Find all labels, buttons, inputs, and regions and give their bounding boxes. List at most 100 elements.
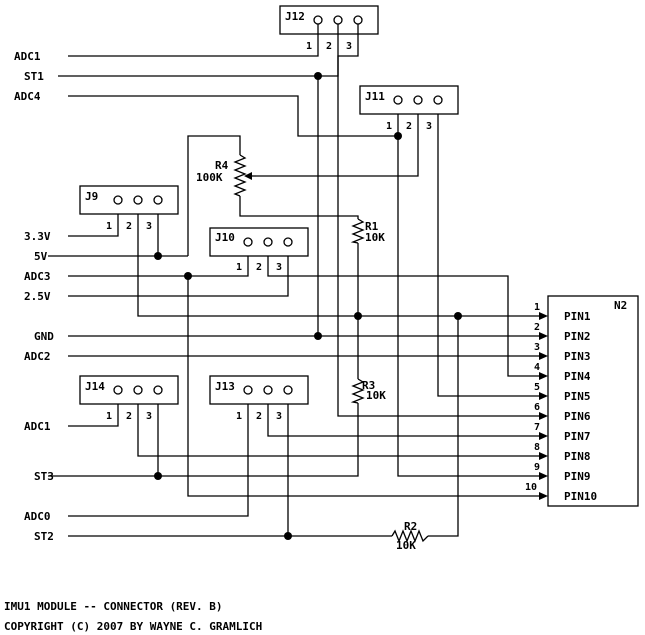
signal-3v3: 3.3V <box>24 230 51 243</box>
j14-pin <box>133 385 143 395</box>
j13-pin-number: 3 <box>276 411 282 422</box>
n2-body <box>547 295 639 507</box>
connector-j9: J9 1 2 3 <box>79 185 179 232</box>
signal-st1: ST1 <box>24 70 44 83</box>
signal-adc3: ADC3 <box>24 270 51 283</box>
junction-dot <box>354 312 362 320</box>
n2-pin-arrow <box>539 352 548 360</box>
junction-dot <box>454 312 462 320</box>
r2-value: 10K <box>396 539 416 552</box>
j11-pin <box>413 95 423 105</box>
junction-dot <box>314 72 322 80</box>
j14-pin <box>113 385 123 395</box>
signal-adc2: ADC2 <box>24 350 51 363</box>
j10-pin-number: 2 <box>256 262 262 273</box>
junction-dots <box>154 72 462 540</box>
n2-wire-number: 4 <box>534 362 540 373</box>
j12-body <box>279 5 379 35</box>
n2-wire-number: 5 <box>534 382 540 393</box>
j10-pin <box>243 237 253 247</box>
n2-pin-label: PIN8 <box>564 450 591 463</box>
signal-adc1-top: ADC1 <box>14 50 41 63</box>
j14-pin <box>153 385 163 395</box>
j10-pin <box>283 237 293 247</box>
j13-pin-number: 1 <box>236 411 242 422</box>
connector-j14: J14 1 2 3 <box>79 375 179 422</box>
footer: IMU1 MODULE -- CONNECTOR (REV. B) COPYRI… <box>4 600 262 633</box>
j9-pin <box>113 195 123 205</box>
j12-pin <box>313 15 323 25</box>
signal-adc1-bottom: ADC1 <box>24 420 51 433</box>
n2-pin-arrow <box>539 312 548 320</box>
junction-dot <box>314 332 322 340</box>
n2-wire-number: 8 <box>534 442 540 453</box>
j10-name: J10 <box>215 231 235 244</box>
j13-pin <box>263 385 273 395</box>
signal-2v5: 2.5V <box>24 290 51 303</box>
connector-j13: J13 1 2 3 <box>209 375 309 422</box>
j12-name: J12 <box>285 10 305 23</box>
j12-pin-number: 1 <box>306 41 312 52</box>
j9-pin <box>153 195 163 205</box>
j12-pin-number: 2 <box>326 41 332 52</box>
n2-pin-arrow <box>539 372 548 380</box>
j11-pin-number: 3 <box>426 121 432 132</box>
n2-pin-arrow <box>539 412 548 420</box>
j9-pin <box>133 195 143 205</box>
j13-pin <box>243 385 253 395</box>
signal-adc4: ADC4 <box>14 90 41 103</box>
connector-n2: N2 1PIN12PIN23PIN34PIN45PIN56PIN67PIN78P… <box>525 295 639 507</box>
resistor-r2: R2 10K <box>391 520 429 552</box>
j14-pin-number: 1 <box>106 411 112 422</box>
r2-name: R2 <box>404 520 417 533</box>
n2-pin-arrow <box>539 432 548 440</box>
j9-name: J9 <box>85 190 98 203</box>
connector-j12: J12 1 2 3 <box>279 5 379 52</box>
j10-pin <box>263 237 273 247</box>
j14-name: J14 <box>85 380 105 393</box>
n2-pin-arrow <box>539 452 548 460</box>
j12-pin <box>333 15 343 25</box>
r3-value: 10K <box>366 389 386 402</box>
j14-pin-number: 3 <box>146 411 152 422</box>
j14-pin-number: 2 <box>126 411 132 422</box>
signal-st2: ST2 <box>34 530 54 543</box>
junction-dot <box>154 252 162 260</box>
n2-pin-label: PIN1 <box>564 310 591 323</box>
r1-name: R1 <box>365 220 379 233</box>
n2-pin-label: PIN4 <box>564 370 591 383</box>
j11-name: J11 <box>365 90 385 103</box>
r1-value: 10K <box>365 231 385 244</box>
j11-pin <box>433 95 443 105</box>
n2-pin-arrow <box>539 492 548 500</box>
n2-wire-number: 2 <box>534 322 540 333</box>
resistor-r3: R3 10K <box>350 378 386 404</box>
n2-wire-number: 10 <box>525 482 537 493</box>
j9-pin-number: 3 <box>146 221 152 232</box>
n2-pin-label: PIN9 <box>564 470 591 483</box>
signal-st3: ST3 <box>34 470 54 483</box>
n2-pin-rows: 1PIN12PIN23PIN34PIN45PIN56PIN67PIN78PIN8… <box>525 302 597 503</box>
resistor-r1: R1 10K <box>350 218 385 244</box>
n2-pin-arrow <box>539 472 548 480</box>
junction-dot <box>284 532 292 540</box>
n2-pin-arrow <box>539 392 548 400</box>
j11-pin-number: 2 <box>406 121 412 132</box>
j10-pin-number: 3 <box>276 262 282 273</box>
j12-pin <box>353 15 363 25</box>
n2-wire-number: 7 <box>534 422 540 433</box>
junction-dot <box>394 132 402 140</box>
j10-pin-number: 1 <box>236 262 242 273</box>
n2-wire-number: 6 <box>534 402 540 413</box>
r4-name: R4 <box>215 159 229 172</box>
n2-pin-label: PIN6 <box>564 410 591 423</box>
n2-pin-arrow <box>539 332 548 340</box>
connector-j11: J11 1 2 3 <box>359 85 459 132</box>
footer-copyright: COPYRIGHT (C) 2007 BY WAYNE C. GRAMLICH <box>4 620 262 633</box>
r4-value: 100K <box>196 171 223 184</box>
n2-pin-label: PIN7 <box>564 430 591 443</box>
signal-5v: 5V <box>34 250 48 263</box>
resistor-r4: R4 100K <box>196 154 256 197</box>
wires <box>48 20 540 537</box>
j13-name: J13 <box>215 380 235 393</box>
